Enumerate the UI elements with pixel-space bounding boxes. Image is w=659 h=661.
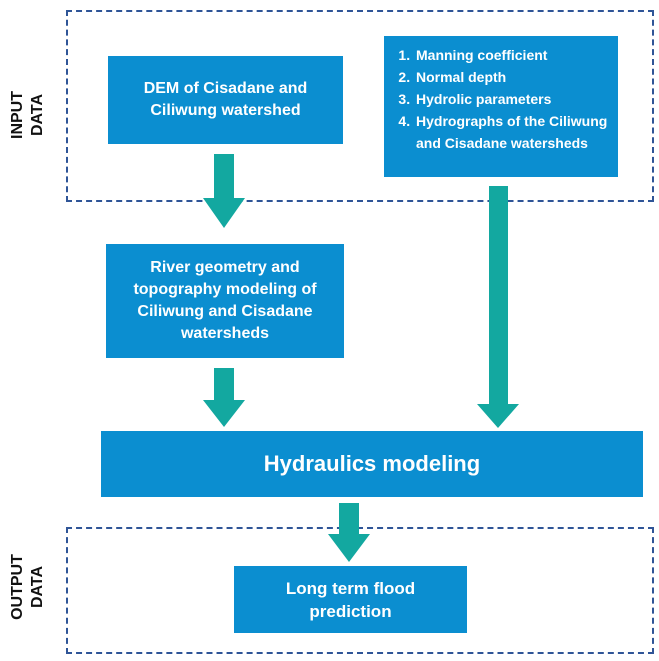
flood-prediction-box-text: Long term flood prediction [285,578,416,621]
input-parameters-box: Manning coefficient Normal depth Hydroli… [384,36,618,177]
arrow-hydraulics-to-flood [328,503,370,562]
input-data-frame [66,10,654,202]
input-parameter-item: Hydrographs of the Ciliwung and Cisadane… [414,110,608,154]
input-parameter-item: Hydrolic parameters [414,88,608,110]
arrow-parameters-to-hydraulics [477,186,519,428]
hydraulics-modeling-box-text: Hydraulics modeling [263,451,481,476]
dem-box-text: DEM of Cisadane and Ciliwung watershed [143,80,308,119]
flood-prediction-box: Long term flood prediction [234,566,467,633]
arrow-dem-to-river [203,154,245,228]
input-parameter-item: Normal depth [414,66,608,88]
hydraulics-modeling-box: Hydraulics modeling [101,431,643,497]
input-parameters-list: Manning coefficient Normal depth Hydroli… [394,44,608,154]
arrow-river-to-hydraulics [203,368,245,427]
dem-box: DEM of Cisadane and Ciliwung watershed [108,56,343,144]
output-data-frame [66,527,654,654]
input-parameter-item: Manning coefficient [414,44,608,66]
river-geometry-box-text: River geometry and topography modeling o… [133,259,317,342]
river-geometry-box: River geometry and topography modeling o… [106,244,344,358]
